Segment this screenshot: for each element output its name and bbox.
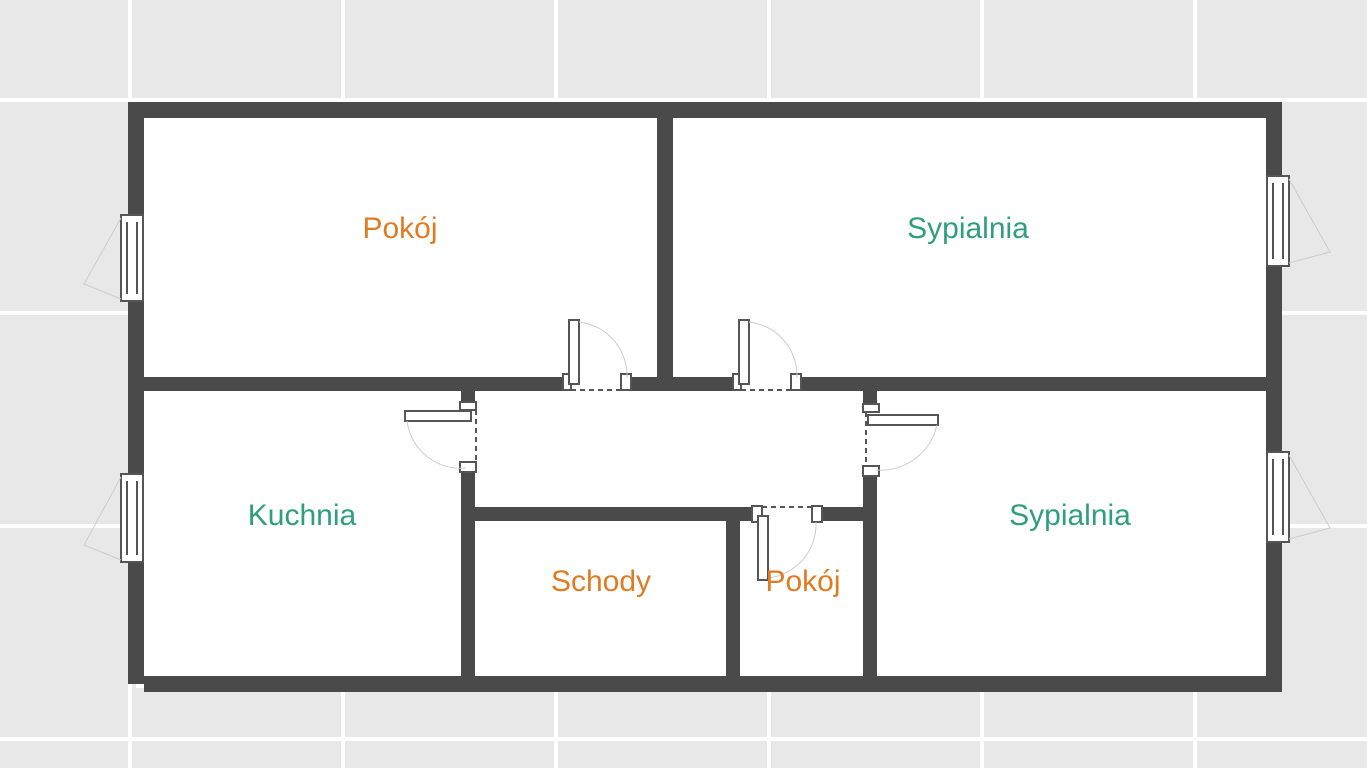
door-sypialnia-top <box>732 319 802 391</box>
room-labels: Pokój Sypialnia Kuchnia Schody Pokój Syp… <box>248 212 1131 598</box>
door-pokoj-top <box>562 319 632 391</box>
window-left-bottom <box>83 473 144 563</box>
doors <box>404 319 939 581</box>
floor-area <box>136 110 1274 688</box>
room-label-sypialnia-top: Sypialnia <box>907 212 1029 245</box>
door-sypialnia-right <box>862 403 939 477</box>
room-label-pokoj-small: Pokój <box>765 565 840 598</box>
room-label-kuchnia: Kuchnia <box>248 499 357 532</box>
window-right-top <box>1266 175 1331 267</box>
window-left-top <box>83 214 144 302</box>
windows <box>83 175 1331 563</box>
room-label-sypialnia-right: Sypialnia <box>1009 499 1131 532</box>
interior-walls <box>140 112 1270 680</box>
window-right-bottom <box>1266 451 1331 543</box>
door-kuchnia <box>404 401 477 473</box>
door-pokoj-small <box>751 505 823 581</box>
room-label-schody: Schody <box>551 565 651 598</box>
room-label-pokoj-top: Pokój <box>362 212 437 245</box>
